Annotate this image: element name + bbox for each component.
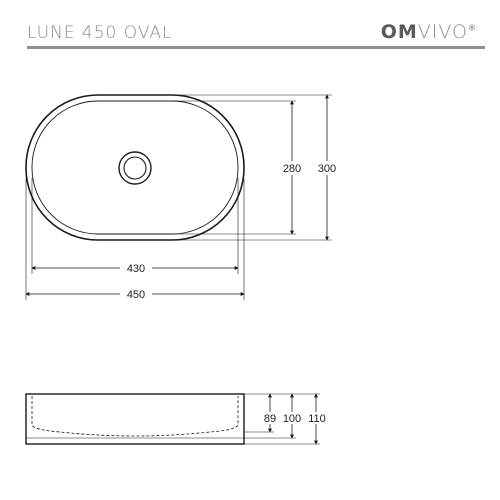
drain-outer-icon bbox=[118, 151, 152, 185]
dim-label-89: 89 bbox=[264, 413, 276, 425]
basin-inner-bowl bbox=[31, 100, 239, 235]
logo-text-bold: OM bbox=[380, 21, 418, 43]
basin-side-profile bbox=[25, 393, 245, 445]
brand-logo: OMVIVO® bbox=[381, 21, 477, 43]
logo-text-light: VIVO bbox=[417, 21, 468, 43]
dim-label-280-bg bbox=[279, 161, 305, 175]
dim-label-110: 110 bbox=[308, 413, 326, 425]
dim-label-100: 100 bbox=[283, 413, 301, 425]
dim-label-300-bg bbox=[314, 161, 340, 175]
dim-label-280: 280 bbox=[283, 163, 301, 175]
top-view bbox=[25, 94, 332, 300]
product-title: LUNE 450 OVAL bbox=[27, 23, 173, 43]
dim-label-89-bg bbox=[262, 412, 279, 424]
dim-label-300: 300 bbox=[318, 163, 336, 175]
dim-label-450: 450 bbox=[127, 289, 145, 301]
drain-inner-icon bbox=[123, 156, 147, 180]
logo-registered-mark: ® bbox=[468, 23, 477, 33]
dim-label-110-bg bbox=[305, 412, 329, 424]
dim-label-430: 430 bbox=[127, 263, 145, 275]
header-rule bbox=[27, 46, 485, 49]
basin-side-hidden-bowl bbox=[31, 396, 239, 437]
header: LUNE 450 OVAL OMVIVO® bbox=[27, 17, 485, 47]
basin-outer-rim bbox=[25, 94, 245, 241]
dim-label-100-bg bbox=[280, 412, 304, 424]
side-view bbox=[25, 393, 320, 445]
